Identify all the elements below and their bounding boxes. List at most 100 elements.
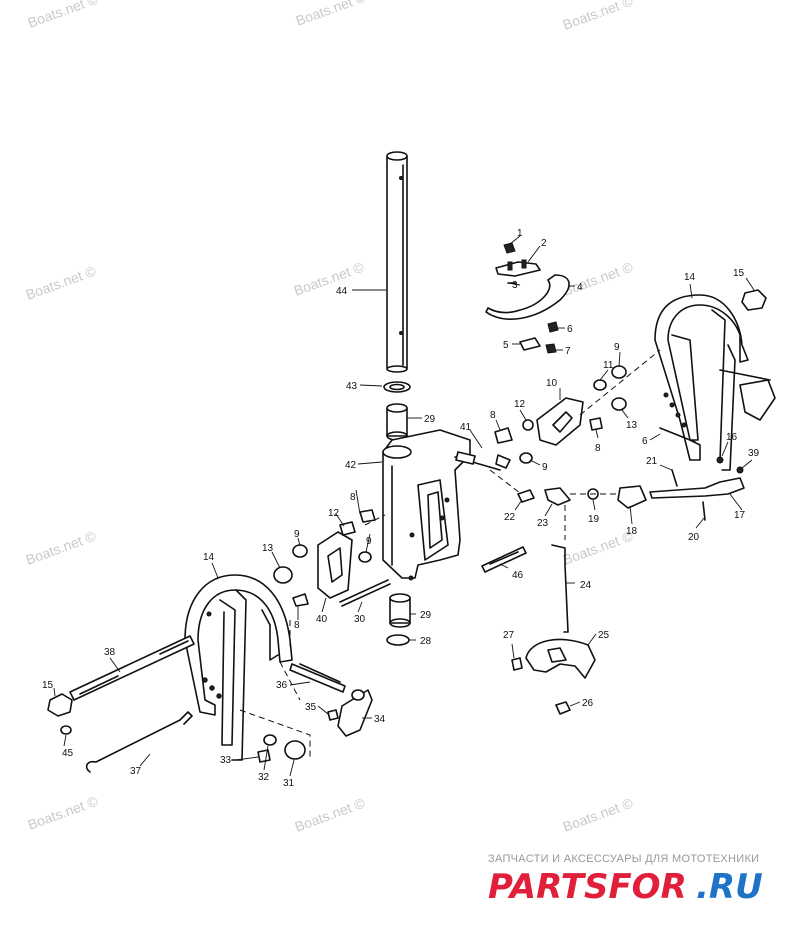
label-29: 29: [424, 414, 436, 425]
shift-lock-assembly: [485, 242, 570, 354]
label-35: 35: [305, 702, 317, 713]
watermark: Boats.net ©: [292, 258, 367, 298]
label-8: 8: [294, 620, 300, 631]
label-9: 9: [366, 536, 372, 547]
shift-link-41: [454, 451, 511, 471]
bolt-and-link-34: [289, 663, 373, 737]
label-12: 12: [514, 399, 526, 410]
label-36: 36: [276, 680, 288, 691]
label-9: 9: [614, 342, 620, 353]
label-15: 15: [42, 680, 54, 691]
dashed-line: [239, 709, 311, 760]
label-37: 37: [130, 766, 142, 777]
watermark: Boats.net ©: [561, 258, 636, 298]
watermark: Boats.net ©: [26, 0, 101, 31]
watermark: Boats.net ©: [561, 0, 636, 33]
decal-46: [481, 546, 527, 573]
watermark: Boats.net ©: [26, 792, 101, 832]
label-40: 40: [316, 614, 328, 625]
label-20: 20: [688, 532, 700, 543]
clamp-bracket-right: [654, 289, 776, 471]
label-14: 14: [203, 552, 215, 563]
label-13: 13: [262, 543, 274, 554]
label-16: 16: [726, 432, 738, 443]
label-13: 13: [626, 420, 638, 431]
washer-43: [383, 381, 411, 393]
label-9: 9: [294, 529, 300, 540]
pin-6: [659, 427, 696, 443]
label-15: 15: [733, 268, 745, 279]
label-6: 6: [642, 436, 648, 447]
tilt-lever-upper: [494, 365, 627, 464]
label-9: 9: [542, 462, 548, 473]
label-5: 5: [503, 340, 509, 351]
watermark: Boats.net ©: [561, 794, 636, 834]
label-44: 44: [336, 286, 348, 297]
dashed-line: [579, 349, 661, 416]
watermark: Boats.net ©: [293, 794, 368, 834]
watermark: Boats.net ©: [24, 527, 99, 567]
label-3: 3: [512, 280, 518, 291]
bushing-lower: [389, 593, 411, 628]
bushing-upper: [386, 403, 408, 441]
label-1: 1: [517, 228, 523, 239]
label-26: 26: [582, 698, 594, 709]
label-21: 21: [646, 456, 658, 467]
label-33: 33: [220, 755, 232, 766]
shift-rod-and-clamp: [511, 544, 596, 715]
label-22: 22: [504, 512, 516, 523]
label-28: 28: [420, 636, 432, 647]
logo-tagline: ЗАПЧАСТИ И АКСЕССУАРЫ ДЛЯ МОТОТЕХНИКИ: [488, 853, 759, 865]
tilt-pin-37: [85, 711, 193, 773]
watermark: Boats.net ©: [561, 527, 636, 567]
label-45: 45: [62, 748, 74, 759]
label-14: 14: [684, 272, 696, 283]
label-38: 38: [104, 647, 116, 658]
label-12: 12: [328, 508, 340, 519]
swivel-bracket: [382, 429, 471, 581]
label-30: 30: [354, 614, 366, 625]
label-41: 41: [460, 422, 472, 433]
label-32: 32: [258, 772, 270, 783]
label-46: 46: [512, 570, 524, 581]
pin-30: [339, 579, 389, 603]
logo-domain: .RU: [696, 867, 763, 907]
label-6: 6: [567, 324, 573, 335]
partsfor-logo: ЗАПЧАСТИ И АКСЕССУАРЫ ДЛЯ МОТОТЕХНИКИ PA…: [488, 853, 763, 907]
tilt-tube-38: [47, 635, 195, 735]
label-43: 43: [346, 381, 358, 392]
label-24: 24: [580, 580, 592, 591]
label-4: 4: [577, 282, 583, 293]
label-8: 8: [490, 410, 496, 421]
label-34: 34: [374, 714, 386, 725]
label-42: 42: [345, 460, 357, 471]
label-17: 17: [734, 510, 746, 521]
label-18: 18: [626, 526, 638, 537]
dashed-line: [279, 661, 301, 701]
label-2: 2: [541, 238, 547, 249]
label-27: 27: [503, 630, 515, 641]
label-8: 8: [350, 492, 356, 503]
label-31: 31: [283, 778, 295, 789]
logo-brand: PARTSFOR: [488, 867, 687, 907]
label-19: 19: [588, 514, 600, 525]
watermark: Boats.net ©: [24, 262, 99, 302]
steering-tube: [386, 151, 408, 373]
label-23: 23: [537, 518, 549, 529]
label-10: 10: [546, 378, 558, 389]
watermark: Boats.net ©: [294, 0, 369, 29]
label-25: 25: [598, 630, 610, 641]
label-7: 7: [565, 346, 571, 357]
label-8: 8: [595, 443, 601, 454]
label-39: 39: [748, 448, 760, 459]
callout-labels: 44 43 29 42 1 2 3 4 5 6 7 15 14 9 11 10 …: [42, 228, 760, 789]
label-11: 11: [603, 360, 614, 371]
tilt-lever-lower: [273, 509, 376, 607]
tilt-lock-knob: [257, 734, 306, 763]
clamp-bracket-left: [184, 574, 293, 761]
label-29: 29: [420, 610, 432, 621]
leader-lines: [53, 235, 755, 777]
dashed-line: [364, 514, 386, 526]
